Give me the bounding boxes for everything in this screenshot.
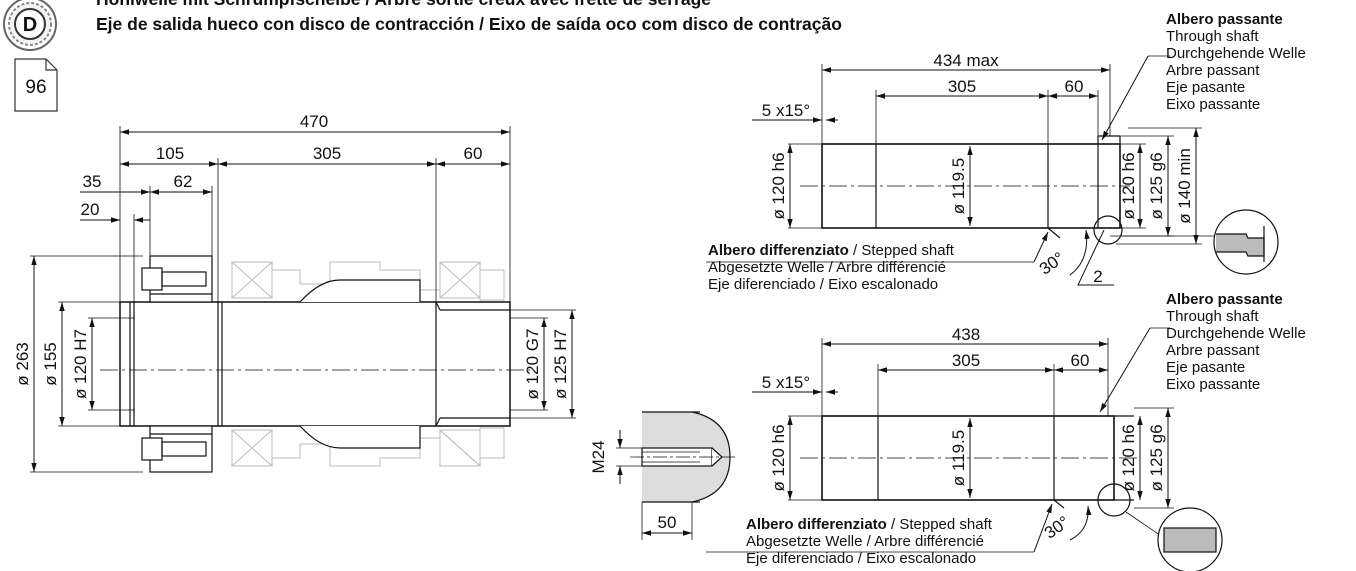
through-shaft-line-5: Eixo passante — [1166, 96, 1261, 113]
top-dia-120-h6-left: ø 120 h6 — [769, 152, 788, 219]
bottom-angle-30: 30° — [1041, 512, 1073, 542]
through-shaft-title: Albero passante — [1166, 11, 1283, 28]
thread-m24-label: M24 — [589, 440, 608, 473]
top-dim-434: 434 max — [933, 51, 999, 70]
left-hollow-shaft-view — [30, 126, 576, 473]
dim-dia-155: ø 155 — [41, 342, 60, 385]
through-shaft-title-2: Albero passante — [1166, 291, 1283, 308]
dim-dia-120-h7: ø 120 H7 — [71, 329, 90, 399]
through-shaft-line-5b: Eixo passante — [1166, 376, 1261, 393]
stepped-shaft-line-1b: / Stepped shaft — [886, 516, 992, 533]
stepped-shaft-label-top: Albero differenziato / Stepped shaft Abg… — [708, 242, 954, 293]
logo-letter: D — [23, 14, 37, 36]
dim-dia-125-h7: ø 125 H7 — [551, 329, 570, 399]
top-chamfer: 5 x15° — [762, 101, 810, 120]
stepped-shaft-line-1: / Stepped shaft — [848, 242, 954, 259]
dim-dia-263: ø 263 — [13, 342, 32, 385]
bottom-dia-125-g6: ø 125 g6 — [1147, 424, 1166, 491]
through-shaft-line-1: Through shaft — [1166, 28, 1259, 45]
through-shaft-line-2: Durchgehende Welle — [1166, 45, 1306, 62]
page-tag-icon — [14, 58, 58, 112]
top-radius-2: 2 — [1093, 267, 1102, 286]
top-dia-120-h6-right: ø 120 h6 — [1119, 152, 1138, 219]
title-line-2: Eje de salida hueco con disco de contrac… — [96, 14, 842, 34]
top-dim-305: 305 — [948, 77, 976, 96]
through-shaft-line-3b: Arbre passant — [1166, 342, 1260, 359]
dim-20: 20 — [81, 200, 100, 219]
through-shaft-top-view — [706, 55, 1279, 286]
stepped-shaft-line-2: Abgesetzte Welle / Arbre différencié — [708, 259, 946, 276]
thread-detail-view — [616, 411, 735, 540]
bottom-dim-60: 60 — [1071, 351, 1090, 370]
dim-62: 62 — [174, 172, 193, 191]
stepped-shaft-label-bottom: Albero differenziato / Stepped shaft Abg… — [746, 516, 992, 567]
bottom-dia-120-h6-left: ø 120 h6 — [769, 424, 788, 491]
top-dim-60: 60 — [1065, 77, 1084, 96]
dim-50: 50 — [658, 513, 677, 532]
dim-60: 60 — [464, 144, 483, 163]
top-angle-30: 30° — [1036, 248, 1068, 278]
top-dia-140-min: ø 140 min — [1175, 148, 1194, 224]
stepped-shaft-line-2b: Abgesetzte Welle / Arbre différencié — [746, 533, 984, 550]
stepped-shaft-line-3b: Eje diferenciado / Eixo escalonado — [746, 550, 977, 567]
through-shaft-line-4b: Eje pasante — [1166, 359, 1246, 376]
through-shaft-bottom-view — [706, 327, 1223, 571]
through-shaft-line-2b: Durchgehende Welle — [1166, 325, 1306, 342]
dim-35: 35 — [83, 172, 102, 191]
top-dia-119: ø 119.5 — [949, 158, 968, 214]
bottom-dim-438: 438 — [952, 325, 980, 344]
stepped-shaft-title: Albero differenziato — [708, 242, 849, 259]
through-shaft-line-3: Arbre passant — [1166, 62, 1260, 79]
title-line-1: Hohlwelle mit Schrumpfscheibe / Arbre so… — [96, 0, 711, 10]
through-shaft-label-top: Albero passante Through shaft Durchgehen… — [1166, 11, 1306, 113]
dim-105: 105 — [156, 144, 184, 163]
through-shaft-label-bottom: Albero passante Through shaft Durchgehen… — [1166, 291, 1306, 393]
bottom-chamfer: 5 x15° — [762, 373, 810, 392]
dim-dia-120-g7: ø 120 G7 — [523, 329, 542, 400]
dim-470: 470 — [300, 112, 328, 131]
stepped-shaft-line-3: Eje diferenciado / Eixo escalonado — [708, 276, 939, 293]
bottom-dia-120-h6-right: ø 120 h6 — [1119, 424, 1138, 491]
country-d-logo-icon: D — [3, 0, 57, 51]
dim-305: 305 — [313, 144, 341, 163]
left-view-dim-labels: 470 105 305 60 35 62 20 ø 263 ø 155 ø 12… — [13, 112, 570, 399]
stepped-shaft-title-2: Albero differenziato — [746, 516, 887, 533]
page-number: 96 — [25, 77, 47, 98]
through-shaft-line-4: Eje pasante — [1166, 79, 1246, 96]
bottom-dia-119: ø 119.5 — [949, 430, 968, 486]
top-dia-125-g6: ø 125 g6 — [1147, 152, 1166, 219]
through-shaft-line-1b: Through shaft — [1166, 308, 1259, 325]
bottom-dim-305: 305 — [952, 351, 980, 370]
